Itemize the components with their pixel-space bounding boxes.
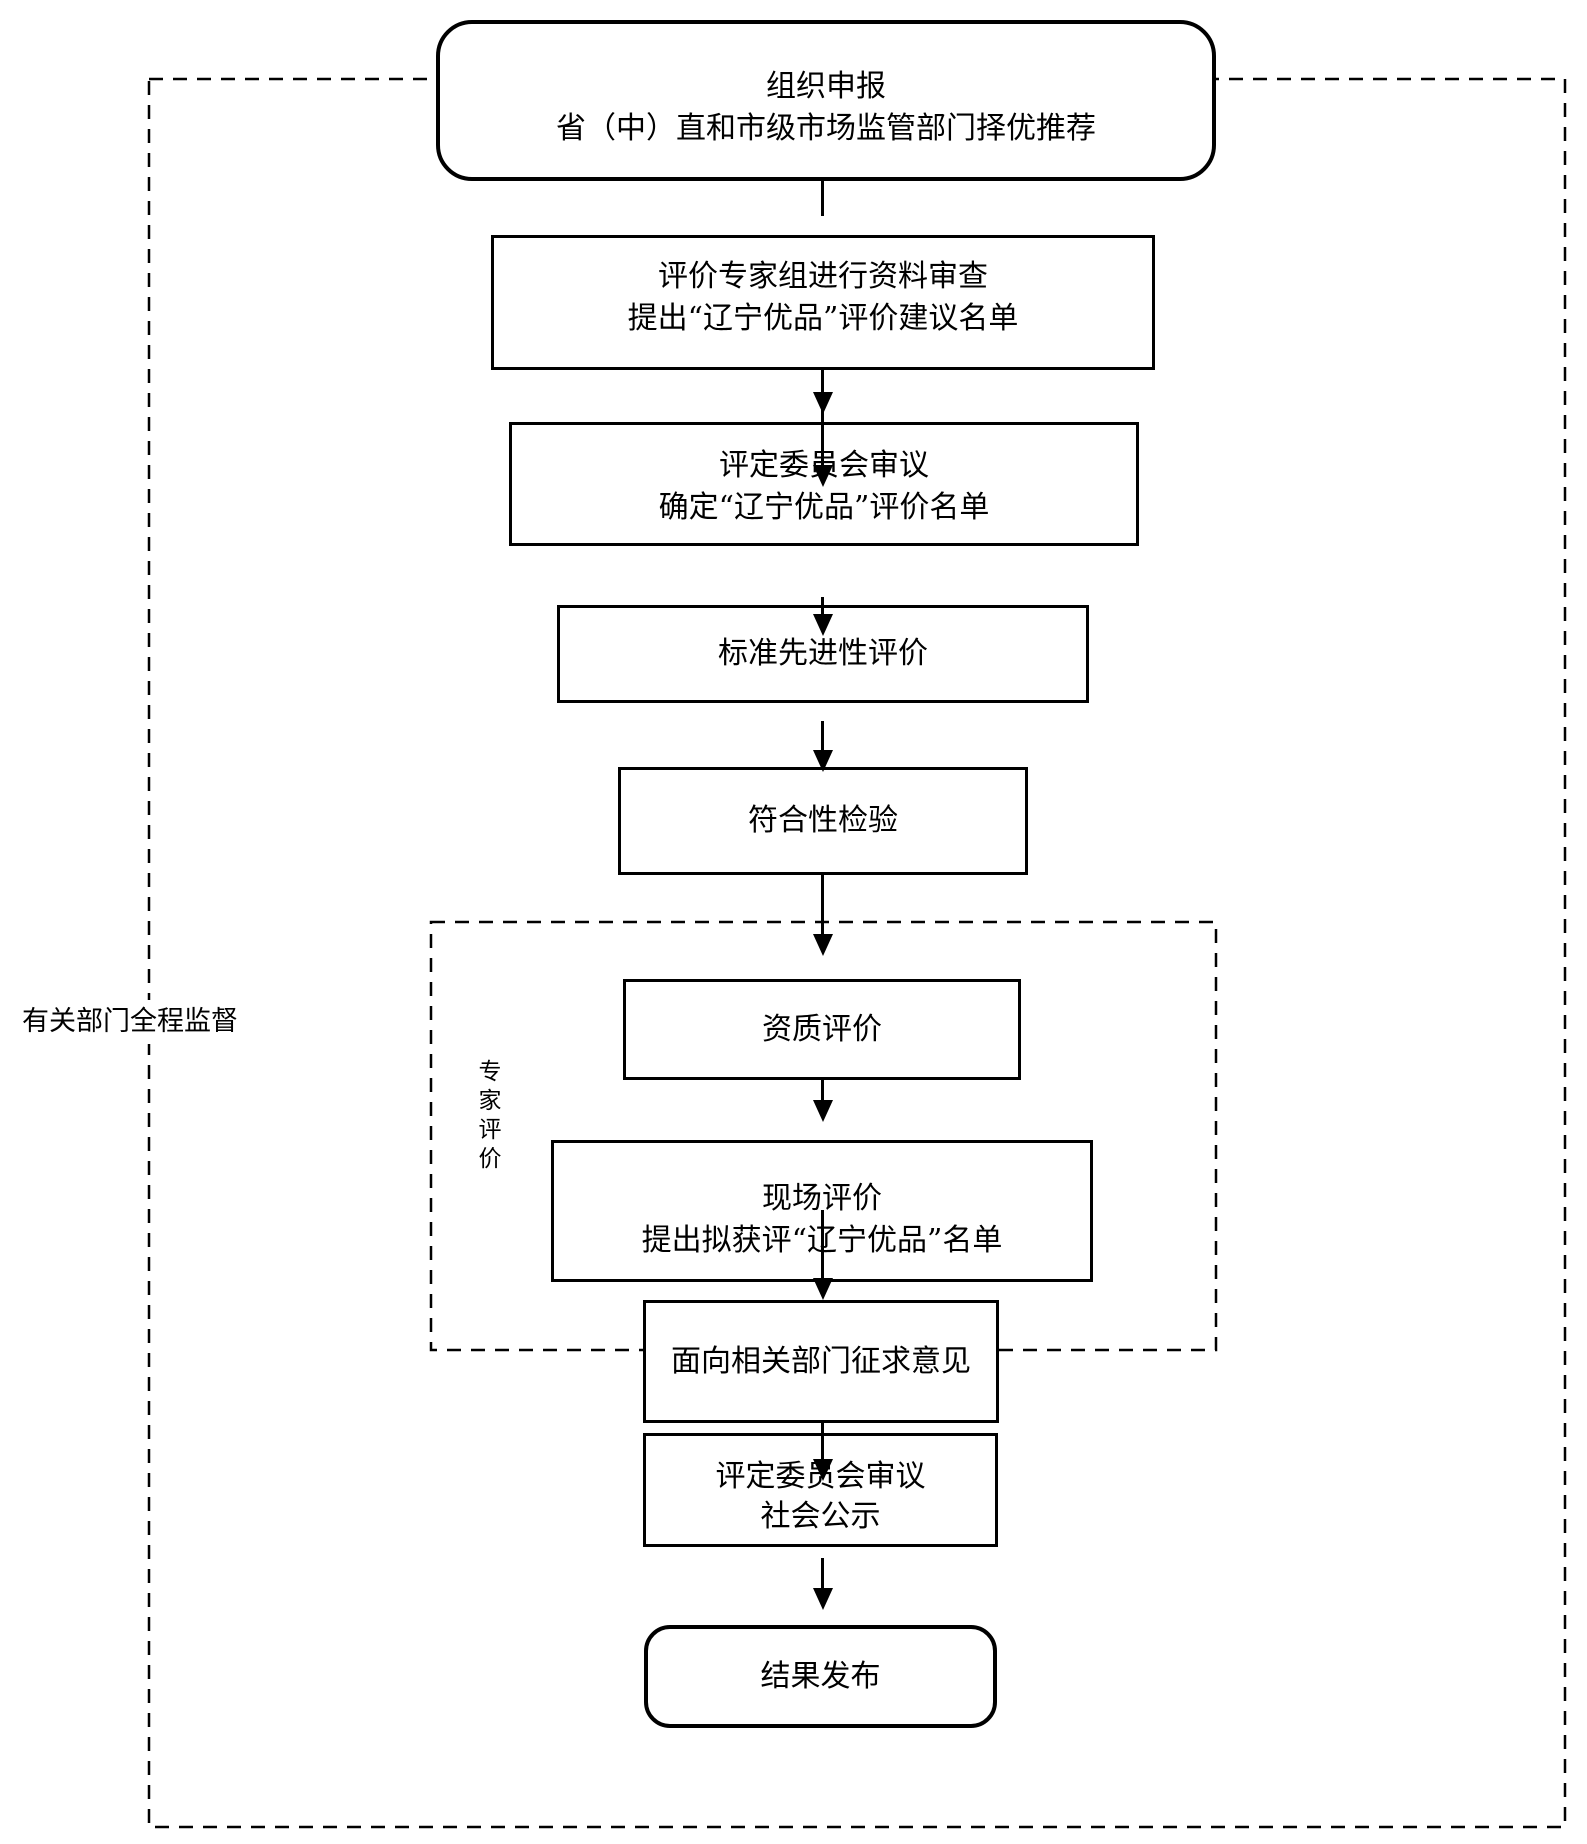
node-text-line: 标准先进性评价 <box>718 636 928 671</box>
flow-node-committee-review-1: 评定委员会审议 确定“辽宁优品”评价名单 <box>509 422 1139 546</box>
node-text-line: 评价专家组进行资料审查 <box>658 259 988 294</box>
node-text-line: 资质评价 <box>762 1011 882 1047</box>
flow-node-consult-departments: 面向相关部门征求意见 <box>643 1300 999 1423</box>
flow-node-material-review: 评价专家组进行资料审查 提出“辽宁优品”评价建议名单 <box>491 235 1155 370</box>
node-text-line: 省（中）直和市级市场监管部门择优推荐 <box>556 111 1096 146</box>
supervision-label: 有关部门全程监督 <box>14 1000 246 1044</box>
node-text-line: 提出“辽宁优品”评价建议名单 <box>627 301 1019 336</box>
arrow-line <box>821 1422 824 1462</box>
node-text-line: 确定“辽宁优品”评价名单 <box>658 490 990 525</box>
arrowhead-icon <box>812 934 833 956</box>
expert-evaluation-label: 专家评价 <box>478 1059 502 1172</box>
arrowhead-icon <box>812 1100 833 1122</box>
arrow-line <box>821 721 824 753</box>
arrowhead-icon <box>812 1459 833 1481</box>
node-text-line: 符合性检验 <box>748 803 898 838</box>
arrowhead-icon <box>812 750 833 772</box>
node-text-line: 组织申报 <box>766 69 886 104</box>
arrowhead-icon <box>812 465 833 487</box>
flow-node-start: 组织申报 省（中）直和市级市场监管部门择优推荐 <box>436 20 1216 181</box>
arrow-line <box>821 874 824 937</box>
arrowhead-icon <box>812 614 833 636</box>
arrow-line <box>821 597 824 618</box>
flow-node-publish-results: 结果发布 <box>644 1625 997 1728</box>
flow-node-committee-review-2: 评定委员会审议 社会公示 <box>643 1433 998 1547</box>
arrowhead-icon <box>812 1588 833 1610</box>
arrow-line <box>821 1079 824 1104</box>
node-text-line: 社会公示 <box>760 1499 881 1534</box>
arrow-line <box>821 369 824 468</box>
arrow-line <box>821 180 824 216</box>
arrow-line <box>821 1210 824 1281</box>
arrowhead-icon <box>812 1278 833 1300</box>
node-text-line: 结果发布 <box>760 1658 881 1694</box>
node-text-line: 面向相关部门征求意见 <box>671 1343 971 1379</box>
flow-node-conformity-inspection: 符合性检验 <box>618 767 1028 875</box>
arrow-line <box>821 1558 824 1592</box>
flow-node-qualification-evaluation: 资质评价 <box>623 979 1021 1080</box>
